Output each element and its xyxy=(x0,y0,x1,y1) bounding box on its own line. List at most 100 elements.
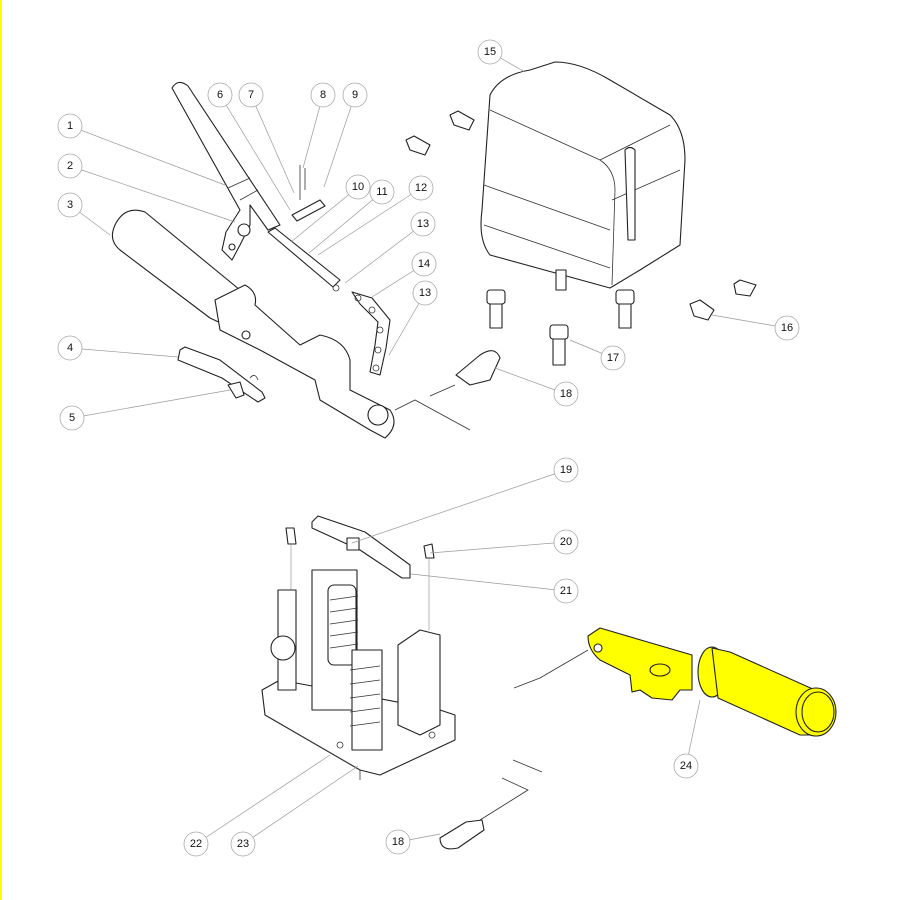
callout-bubble: 24 xyxy=(673,753,699,779)
bar-part xyxy=(285,515,435,630)
callout-circle xyxy=(207,82,233,108)
fasteners xyxy=(405,110,757,850)
callout-label: 13 xyxy=(417,218,429,230)
callout-bubble: 16 xyxy=(774,315,800,341)
callout-circle xyxy=(310,82,336,108)
callout-circle xyxy=(230,831,256,857)
callout-leader-line xyxy=(242,765,359,845)
construction-lines xyxy=(394,384,471,431)
grip-arm-part xyxy=(111,209,395,439)
callout-label: 24 xyxy=(680,760,692,772)
highlighted-handle-part xyxy=(587,627,837,737)
callout-label: 1 xyxy=(67,120,73,132)
callout-circle xyxy=(410,211,436,237)
callout-label: 5 xyxy=(69,412,75,424)
callout-leader-line xyxy=(344,223,424,284)
callout-circle xyxy=(774,315,800,341)
callout-bubble: 20 xyxy=(553,529,579,555)
callout-bubble: 18 xyxy=(553,381,579,407)
callout-leader-line xyxy=(317,187,422,256)
callout-label: 22 xyxy=(190,838,202,850)
callout-bubble: 14 xyxy=(411,251,437,277)
callout-circle xyxy=(553,578,579,604)
callout-label: 9 xyxy=(352,89,358,101)
callout-label: 19 xyxy=(560,464,572,476)
callout-leader-line xyxy=(69,165,236,223)
latch-part xyxy=(177,346,266,403)
callout-label: 18 xyxy=(392,836,404,848)
callout-leader-line xyxy=(494,367,567,395)
callout-circle xyxy=(553,457,579,483)
callout-circle xyxy=(57,192,83,218)
rod-part xyxy=(267,165,341,288)
chain-part xyxy=(332,284,391,376)
callout-circle xyxy=(600,345,626,371)
callout-bubble: 13 xyxy=(412,280,438,306)
callout-label: 16 xyxy=(781,322,793,334)
callout-bubble: 2 xyxy=(57,153,83,179)
callout-bubble: 19 xyxy=(553,457,579,483)
callout-label: 21 xyxy=(560,585,572,597)
callout-bubble: 10 xyxy=(345,174,371,200)
callout-circle xyxy=(553,381,579,407)
cover-part xyxy=(480,61,686,291)
callout-leader-line xyxy=(290,186,359,243)
callout-circle xyxy=(411,251,437,277)
callout-label: 3 xyxy=(67,199,73,211)
construction-lines xyxy=(513,649,589,689)
callout-bubble: 4 xyxy=(57,335,83,361)
callout-bubble: 22 xyxy=(183,831,209,857)
callout-circle xyxy=(342,82,368,108)
callout-bubble: 11 xyxy=(369,179,395,205)
callout-leader-line xyxy=(69,347,179,358)
callout-label: 6 xyxy=(217,89,223,101)
callout-circle xyxy=(57,335,83,361)
callout-circle xyxy=(369,179,395,205)
callout-circle xyxy=(408,175,434,201)
callout-circle xyxy=(412,280,438,306)
callout-leader-line xyxy=(429,541,567,554)
callout-circle xyxy=(477,39,503,65)
callout-bubble: 6 xyxy=(207,82,233,108)
callout-leader-line xyxy=(351,469,567,544)
callout-circle xyxy=(238,82,264,108)
callout-label: 8 xyxy=(320,89,326,101)
construction-lines xyxy=(479,759,543,821)
callout-label: 17 xyxy=(607,352,619,364)
callout-label: 20 xyxy=(560,536,572,548)
callout-circle xyxy=(57,153,83,179)
callout-circle xyxy=(673,753,699,779)
callout-label: 23 xyxy=(237,838,249,850)
callout-label: 12 xyxy=(415,182,427,194)
callout-leader-line xyxy=(410,573,567,592)
callout-bubble: 12 xyxy=(408,175,434,201)
callout-bubble: 17 xyxy=(600,345,626,371)
callout-leader-line xyxy=(69,125,226,186)
callout-label: 11 xyxy=(376,186,387,198)
callout-leader-line xyxy=(219,94,291,211)
callout-circle xyxy=(345,174,371,200)
callout-leader-line xyxy=(308,191,383,254)
callout-leader-line xyxy=(711,314,788,329)
callout-label: 10 xyxy=(352,181,364,193)
callout-bubble: 5 xyxy=(59,405,85,431)
callout-circle xyxy=(59,405,85,431)
callout-leader-line xyxy=(323,94,356,188)
callout-label: 15 xyxy=(484,46,496,58)
callout-bubble: 18 xyxy=(385,829,411,855)
callout-bubble: 1 xyxy=(57,113,83,139)
callout-label: 14 xyxy=(418,258,430,270)
callout-circle xyxy=(385,829,411,855)
callout-label: 4 xyxy=(67,342,73,354)
callout-label: 13 xyxy=(419,287,431,299)
callout-label: 7 xyxy=(248,89,254,101)
callout-label: 2 xyxy=(67,160,73,172)
callout-bubble: 15 xyxy=(477,39,503,65)
callout-label: 18 xyxy=(560,388,572,400)
callout-bubble: 3 xyxy=(57,192,83,218)
callout-leader-line xyxy=(250,94,295,194)
spring-base-part xyxy=(261,569,456,780)
callout-leader-line xyxy=(195,754,331,845)
